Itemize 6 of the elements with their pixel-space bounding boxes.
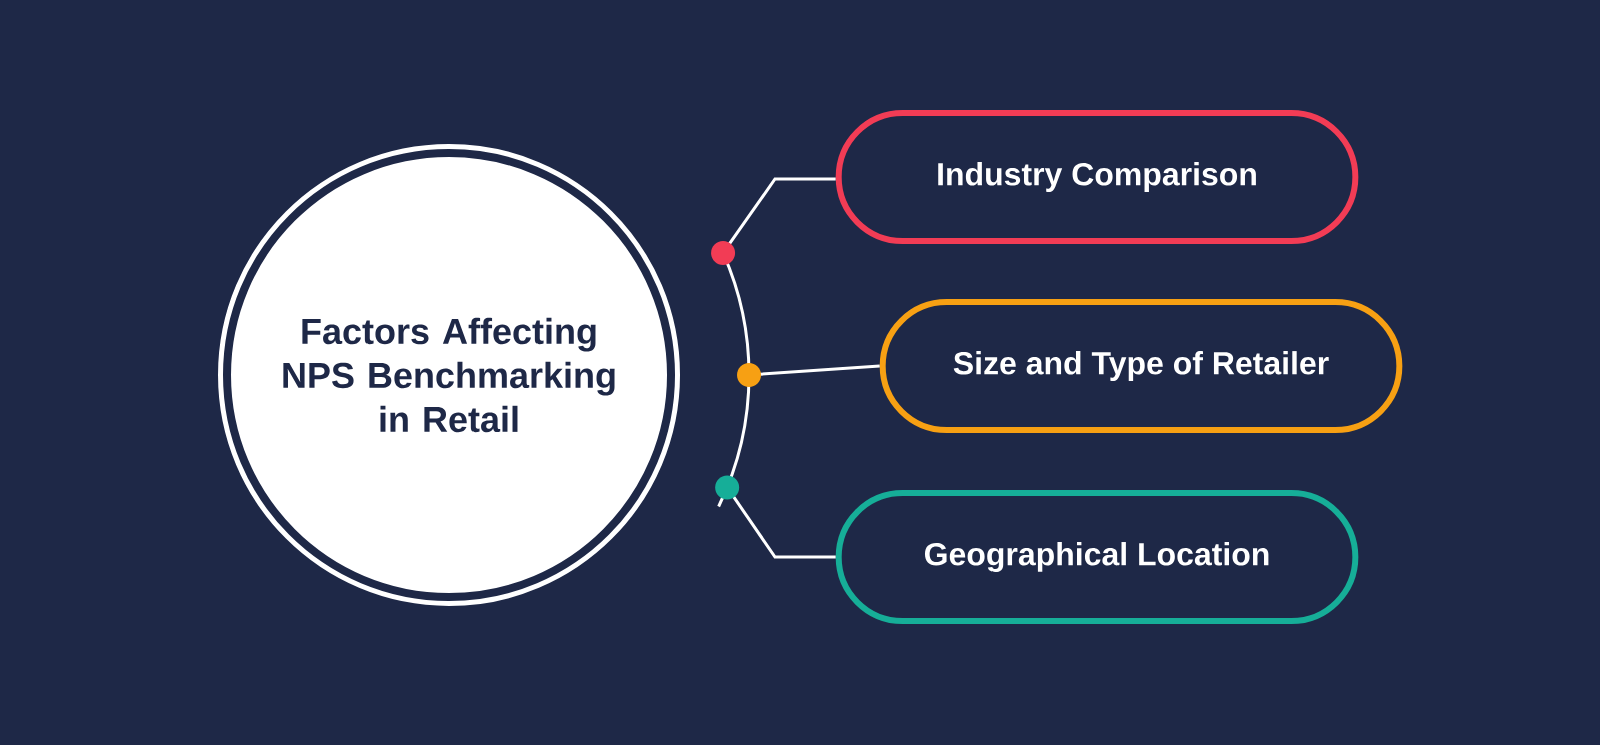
- connector-line: [737, 363, 880, 387]
- factor-pill: Geographical Location: [835, 490, 1359, 624]
- connector-line: [711, 177, 836, 265]
- factor-pill: Industry Comparison: [835, 110, 1359, 244]
- connector-line: [715, 475, 836, 559]
- factor-pill: Size and Type of Retailer: [879, 299, 1403, 433]
